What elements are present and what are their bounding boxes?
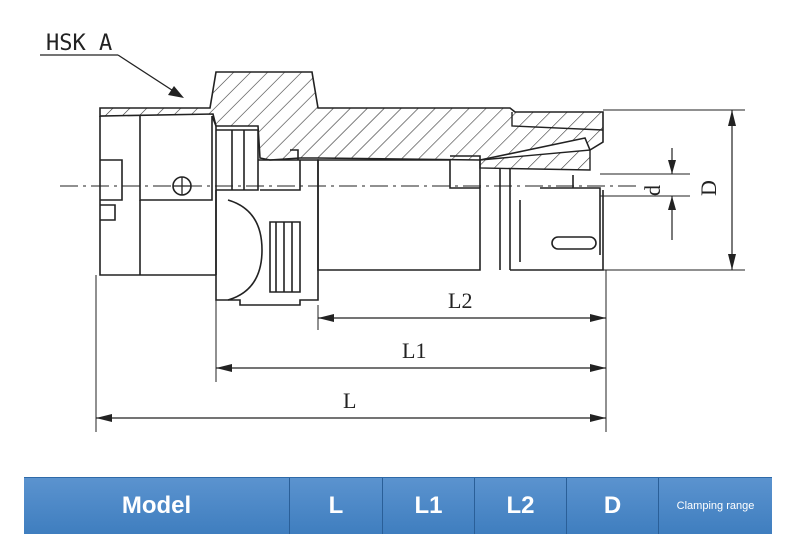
header-model: Model	[24, 478, 290, 534]
dimension-l-label: L	[343, 388, 356, 413]
hsk-callout-label: HSK A	[46, 31, 112, 56]
dimension-d-inner-label: d	[640, 185, 665, 196]
extension-lines	[95, 109, 745, 432]
dimension-l2: L2	[318, 288, 606, 322]
collet-body	[317, 155, 604, 271]
dimension-l1: L1	[216, 338, 606, 372]
hsk-callout: HSK A	[40, 31, 184, 98]
header-l: L	[290, 478, 383, 534]
dimension-d-outer-label: D	[696, 180, 721, 196]
dimension-d-inner: d	[640, 148, 676, 240]
header-clamping-range: Clamping range	[676, 500, 755, 512]
dimension-l: L	[96, 388, 606, 422]
dimension-d-outer: D	[696, 110, 736, 270]
clamping-nut	[215, 149, 319, 306]
dimension-l2-label: L2	[448, 288, 472, 313]
upper-hatched-body	[99, 71, 604, 171]
header-l2: L2	[475, 478, 567, 534]
header-d: D	[567, 478, 659, 534]
hsk-shank	[99, 115, 259, 276]
header-l1: L1	[383, 478, 475, 534]
toolholder-drawing: HSK A L2 L1 L D	[40, 31, 745, 432]
spec-table-header: Model L L1 L2 D Clamping range	[24, 477, 772, 534]
dimension-l1-label: L1	[402, 338, 426, 363]
